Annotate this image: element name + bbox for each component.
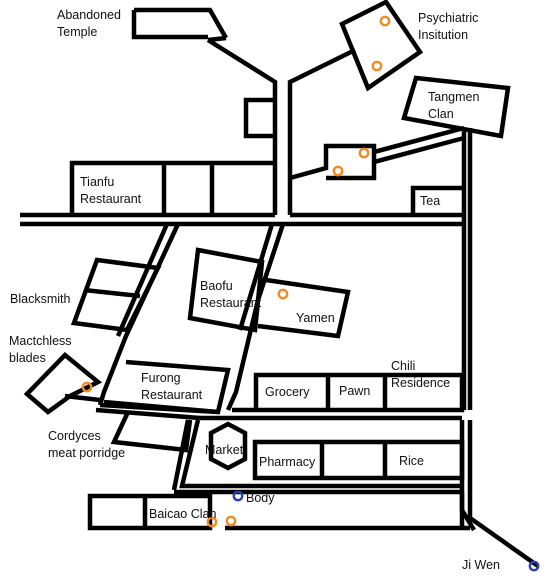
- ji-wen-label: Ji Wen: [462, 558, 500, 572]
- psychiatric-clue-marker-2: [371, 60, 383, 72]
- psychiatric-label: Psychiatric Insitution: [418, 10, 478, 44]
- market-road-inner-edge: [179, 419, 462, 489]
- north-road-west-edge: [206, 38, 278, 215]
- cordyceps-label: Cordyces meat porridge: [48, 428, 125, 462]
- blacksmith-block: [70, 257, 162, 333]
- market-label: Market: [205, 443, 244, 457]
- west-diagonal-road-edge-2: [115, 223, 170, 337]
- pawn-label: Pawn: [339, 384, 371, 398]
- tangmen-label: Tangmen Clan: [428, 89, 479, 123]
- body-location-marker: [232, 490, 244, 502]
- tea-label: Tea: [420, 194, 441, 208]
- body-label: Body: [246, 491, 275, 505]
- chili-label: Chili Residence: [391, 358, 450, 392]
- chili-label-line2: Residence: [391, 376, 451, 390]
- psychiatric-label-line1: Psychiatric: [418, 11, 479, 25]
- market-road-west-edge: [171, 419, 191, 491]
- shed-building: [243, 97, 275, 139]
- central-road-south-edge: [95, 407, 201, 421]
- abandoned-temple-label-line2: Temple: [57, 25, 98, 39]
- tea-block: [410, 185, 464, 215]
- abandoned-temple-building: [134, 7, 228, 40]
- tangmen-building: [401, 75, 511, 139]
- furong-label: Furong Restaurant: [141, 370, 202, 404]
- yamen-block: [257, 277, 351, 339]
- pharmacy-label: Pharmacy: [259, 455, 316, 469]
- baofu-label-line1: Baofu: [200, 279, 233, 293]
- matchless-label-line1: Mactchless: [9, 334, 72, 348]
- psychiatric-building: [339, 0, 424, 92]
- tianfu-block: [69, 160, 275, 215]
- tianfu-label-line2: Restaurant: [80, 192, 142, 206]
- small-building-east: [289, 143, 377, 181]
- matchless-label: Mactchless blades: [9, 333, 72, 367]
- east-diagonal-road-edge-2: [237, 223, 275, 331]
- baofu-block: [187, 247, 265, 333]
- tangmen-label-line2: Clan: [428, 107, 454, 121]
- baicao-clue-marker-1: [206, 516, 218, 528]
- tianfu-label: Tianfu Restaurant: [80, 174, 141, 208]
- psychiatric-label-line2: Insitution: [418, 28, 469, 42]
- chili-label-line1: Chili: [391, 359, 416, 373]
- baofu-clue-marker: [277, 288, 289, 300]
- tangmen-label-line1: Tangmen: [428, 90, 480, 104]
- abandoned-temple-label-line1: Abandoned: [57, 8, 121, 22]
- yamen-label: Yamen: [296, 311, 335, 325]
- market-building: [208, 421, 248, 471]
- furong-label-line1: Furong: [141, 371, 181, 385]
- baofu-label-line2: Restaurant: [200, 296, 262, 310]
- pharmacy-block: [252, 439, 465, 481]
- cordyceps-label-line1: Cordyces: [48, 429, 101, 443]
- baicao-label: Baicao Clan: [149, 507, 217, 521]
- central-road-north-edge: [99, 402, 219, 415]
- east-diagonal-road-edge: [225, 223, 286, 411]
- small-building-clue-marker-1: [358, 147, 370, 159]
- north-road-east-edge: [287, 47, 356, 215]
- psychiatric-clue-marker-1: [379, 15, 391, 27]
- matchless-label-line2: blades: [9, 351, 46, 365]
- furong-label-line2: Restaurant: [141, 388, 203, 402]
- rice-label: Rice: [399, 454, 425, 468]
- blacksmith-label: Blacksmith: [10, 292, 71, 306]
- baicao-block: [87, 493, 213, 531]
- matchless-clue-marker: [81, 381, 93, 393]
- east-road-south-east-edge: [467, 420, 540, 568]
- cordyceps-label-line2: meat porridge: [48, 446, 126, 460]
- abandoned-temple-label: Abandoned Temple: [57, 7, 121, 41]
- baofu-label: Baofu Restaurant: [200, 278, 261, 312]
- ji-wen-location-marker: [528, 560, 540, 572]
- baicao-clue-marker-2: [225, 515, 237, 527]
- grocery-label: Grocery: [265, 385, 310, 399]
- small-building-clue-marker-2: [332, 165, 344, 177]
- cordyceps-block: [110, 411, 193, 453]
- tianfu-label-line1: Tianfu: [80, 175, 115, 189]
- north-road-left-edge: [131, 10, 208, 40]
